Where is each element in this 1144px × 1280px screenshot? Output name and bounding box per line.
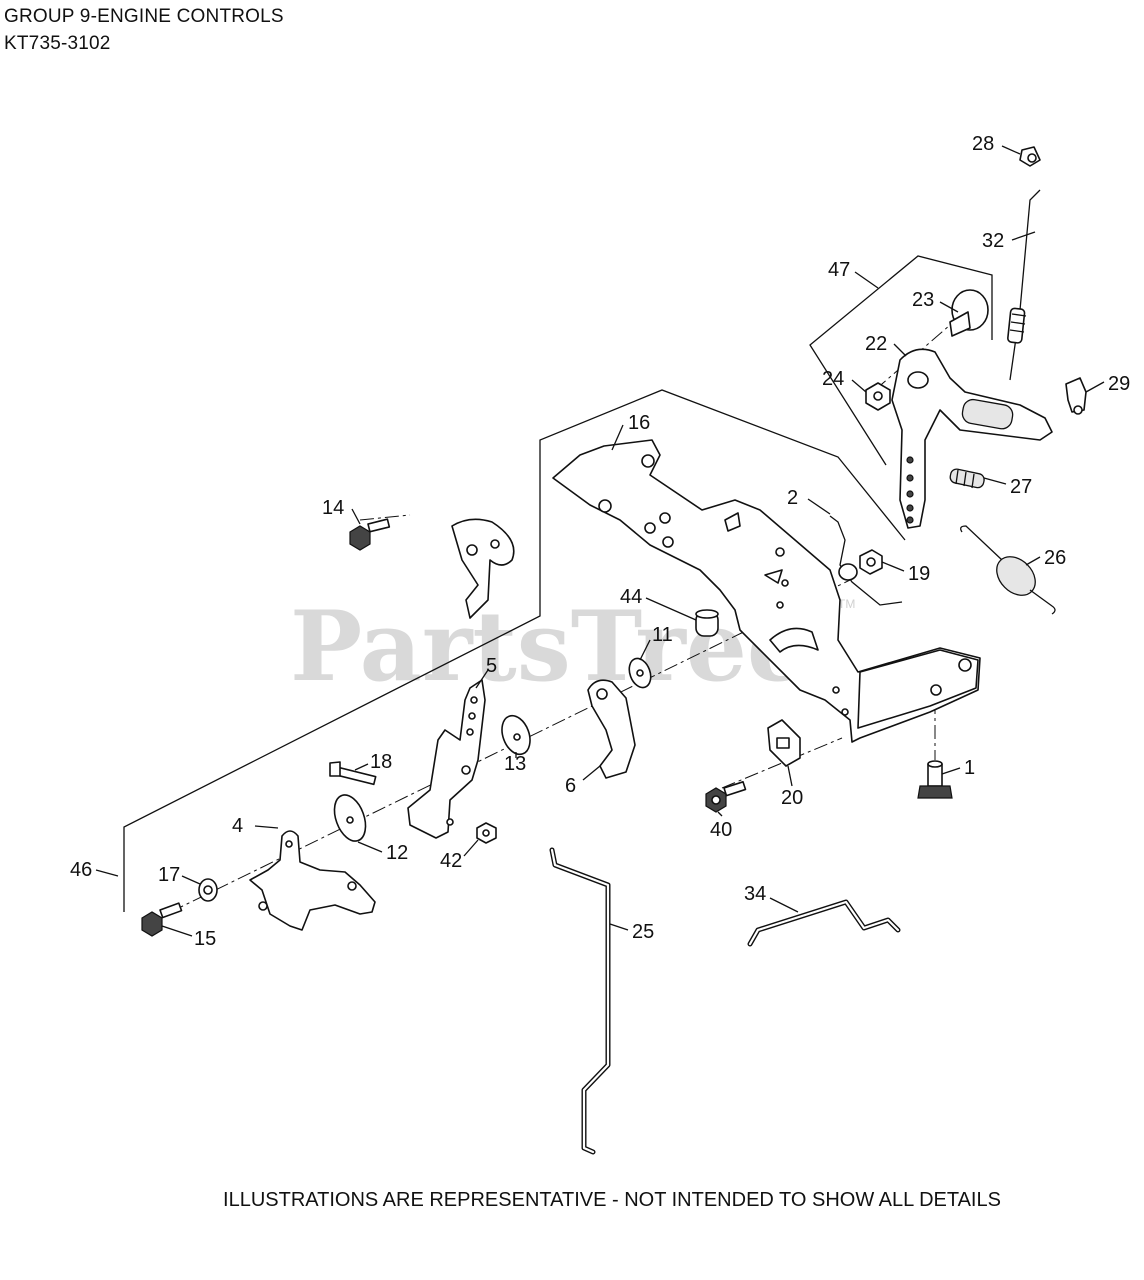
callout-26: 26 (1044, 547, 1066, 569)
callout-6: 6 (565, 775, 576, 797)
knob-23 (949, 289, 989, 337)
washer-11 (628, 657, 652, 689)
callout-labels: 28 32 47 23 22 24 29 27 26 16 2 19 44 11… (70, 133, 1130, 950)
group-46-outline (123, 389, 906, 912)
governor-spring-wire (829, 515, 903, 606)
callout-22: 22 (865, 333, 887, 355)
callout-28: 28 (972, 133, 994, 155)
assembly-axis-23 (874, 324, 951, 391)
spring-26 (960, 525, 1056, 615)
callout-13: 13 (504, 753, 526, 775)
washer-12 (333, 794, 367, 842)
callout-17: 17 (158, 864, 180, 886)
callout-34: 34 (744, 883, 766, 905)
callout-47: 47 (828, 259, 850, 281)
washer-17 (198, 878, 218, 902)
callout-18: 18 (370, 751, 392, 773)
watermark-trademark: TM (838, 597, 855, 611)
callout-16: 16 (628, 412, 650, 434)
lock-nut-19 (838, 549, 883, 581)
callout-27: 27 (1010, 476, 1032, 498)
callout-4: 4 (232, 815, 243, 837)
cap-plug (1019, 146, 1041, 167)
callout-12: 12 (386, 842, 408, 864)
callout-11: 11 (652, 624, 673, 646)
callout-42: 42 (440, 850, 462, 872)
callout-15: 15 (194, 928, 216, 950)
control-plate (552, 439, 981, 743)
throttle-bracket (451, 518, 515, 619)
link-rod-34 (747, 899, 901, 947)
group-47-outline (809, 255, 993, 466)
callout-14: 14 (322, 497, 344, 519)
callout-40: 40 (710, 819, 732, 841)
callout-5: 5 (486, 655, 497, 677)
callout-20: 20 (781, 787, 803, 809)
watermark-text: PartsTree (290, 590, 808, 703)
bolt-14 (349, 518, 391, 551)
throttle-lever (249, 830, 376, 931)
leader-lines (95, 145, 1105, 937)
governor-lever (587, 679, 636, 779)
bolt-15 (141, 902, 183, 937)
disclaimer-footer: ILLUSTRATIONS ARE REPRESENTATIVE - NOT I… (223, 1189, 1001, 1211)
nut-42 (476, 822, 497, 844)
assembly-axis-14 (359, 514, 411, 521)
cable-clip (767, 719, 801, 767)
choke-lever (407, 679, 486, 839)
nut-24 (865, 382, 891, 411)
diagram-group-title: GROUP 9-ENGINE CONTROLS (4, 6, 284, 27)
choke-rod-32 (1007, 189, 1041, 381)
spacer (695, 609, 719, 637)
control-lever-assembly (891, 348, 1053, 529)
callout-32: 32 (982, 230, 1004, 252)
callout-19: 19 (908, 563, 930, 585)
assembly-axis-main (147, 579, 851, 924)
spring-27 (949, 468, 985, 489)
callout-23: 23 (912, 289, 934, 311)
callout-29: 29 (1108, 373, 1130, 395)
pin-18 (329, 761, 377, 786)
callout-44: 44 (620, 586, 642, 608)
callout-25: 25 (632, 921, 654, 943)
callout-46: 46 (70, 859, 92, 881)
washer-13 (501, 714, 531, 756)
callout-24: 24 (822, 368, 844, 390)
callout-2: 2 (787, 487, 798, 509)
bolt-1 (917, 760, 953, 799)
assembly-axis-40 (721, 737, 843, 789)
callout-1: 1 (964, 757, 975, 779)
model-number: KT735-3102 (4, 33, 111, 54)
throttle-rod (549, 847, 611, 1155)
rod-clip (1065, 377, 1087, 415)
bolt-40 (705, 781, 747, 813)
